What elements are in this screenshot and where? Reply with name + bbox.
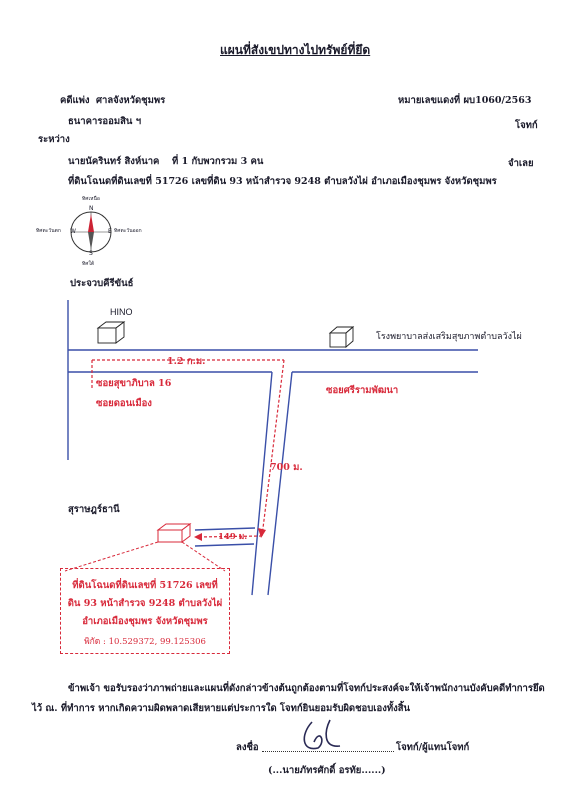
label-road-1: ซอยสุขาภิบาล 16 (96, 378, 172, 389)
compass-n: N (89, 205, 94, 212)
signature-line (262, 751, 394, 752)
defendant-name: นายนัครินทร์ สิงห์นาค (68, 156, 160, 167)
label-road-3: ซอยศรีรามพัฒนา (326, 385, 399, 396)
compass-e: E (108, 228, 112, 235)
compass-w: W (70, 228, 76, 235)
route-arrow-down (258, 528, 266, 538)
property-line-3: อำเภอเมืองชุมพร จังหวัดชุมพร (82, 616, 208, 627)
label-distance-2: 700 ม. (270, 462, 303, 473)
property-description: ที่ดินโฉนดที่ดินเลขที่ 51726 เลขที่ดิน 9… (68, 176, 497, 187)
between-label: ระหว่าง (38, 134, 70, 145)
compass-s: S (89, 250, 93, 257)
defendant-detail: ที่ 1 กับพวกรวม 3 คน (172, 156, 264, 167)
defendant-role: จำเลย (508, 158, 534, 169)
label-distance-1: 1.2 ก.ม. (167, 356, 206, 367)
roads (67, 300, 478, 596)
callout-lines (64, 541, 226, 572)
compass-icon (70, 211, 112, 253)
label-hino: HINO (110, 307, 133, 317)
compass-south-label: ทิศใต้ (82, 261, 95, 267)
court-name: ศาลจังหวัดชุมพร (96, 95, 166, 106)
route (91, 359, 285, 538)
plaintiff-role: โจทก์ (515, 120, 538, 131)
compass-north-label: ทิศเหนือ (82, 196, 100, 202)
road-vertical-right (267, 371, 293, 596)
case-number: หมายเลขแดงที่ ผบ1060/2563 (398, 95, 532, 106)
plaintiff-name: ธนาคารออมสิน ฯ (68, 116, 142, 127)
route-arrow-left (194, 533, 202, 541)
signature-mark (303, 719, 341, 750)
certification-line-1: ข้าพเจ้า ขอรับรองว่าภาพถ่ายและแผนที่ดังก… (68, 683, 545, 694)
road-branch-lower (194, 543, 255, 547)
compass-east-label: ทิศตะวันออก (114, 228, 142, 234)
property-line-1: ที่ดินโฉนดที่ดินเลขที่ 51726 เลขที่ (72, 580, 218, 591)
signer-name: (...นายภัทรศักดิ์ อรทัย......) (268, 765, 386, 776)
label-hospital: โรงพยาบาลส่งเสริมสุขภาพตำบลวังไผ่ (376, 332, 522, 342)
property-line-2: ดิน 93 หน้าสำรวจ 9248 ตำบลวังไผ่ (67, 598, 223, 609)
hino-building-icon (96, 321, 126, 344)
property-building-icon (156, 523, 192, 543)
property-coordinates: พิกัด : 10.529372, 99.125306 (84, 637, 206, 647)
sign-label: ลงชื่อ (236, 742, 259, 753)
road-vertical-left (251, 371, 273, 596)
sign-role: โจทก์/ผู้แทนโจทก์ (396, 742, 470, 753)
case-type: คดีแพ่ง (60, 95, 90, 106)
compass-west-label: ทิศตะวันตก (36, 228, 61, 234)
label-top-direction: ประจวบคีรีขันธ์ (70, 278, 134, 289)
property-info-box: ที่ดินโฉนดที่ดินเลขที่ 51726 เลขที่ ดิน … (60, 568, 230, 654)
road-branch-upper (194, 527, 256, 531)
document-title: แผนที่สังเขปทางไปทรัพย์ที่ยึด (220, 43, 371, 57)
label-road-2: ซอยดอนเมือง (96, 398, 152, 409)
label-distance-3: 149 ม. (218, 532, 248, 542)
hospital-building-icon (328, 326, 355, 348)
certification-line-2: ไว้ ณ. ที่ทำการ หากเกิดความผิดพลาดเสียหา… (32, 703, 411, 714)
label-bottom-direction: สุราษฎร์ธานี (68, 504, 120, 515)
